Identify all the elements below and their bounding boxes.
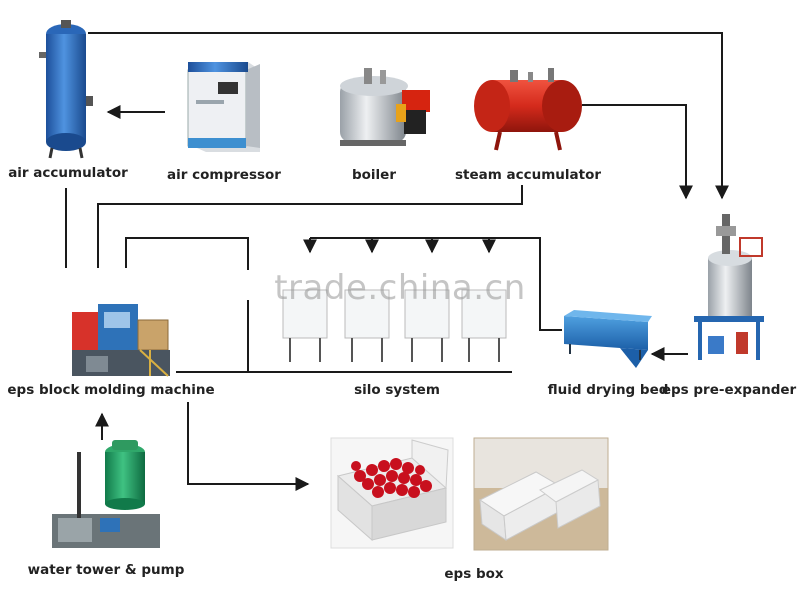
boiler-image bbox=[340, 68, 430, 146]
flow-lines bbox=[65, 32, 729, 491]
silo-4 bbox=[461, 289, 507, 362]
air-accumulator-image bbox=[39, 20, 93, 159]
eps-pre-expander-image bbox=[694, 214, 764, 360]
watermark: trade.china.cn bbox=[274, 268, 526, 308]
cherries bbox=[351, 458, 432, 498]
air-compressor-image bbox=[187, 62, 260, 152]
label-water-tower-pump: water tower & pump bbox=[27, 562, 185, 578]
label-eps-box: eps box bbox=[444, 566, 504, 582]
label-air-compressor: air compressor bbox=[167, 167, 281, 183]
eps-block-molding-machine-image bbox=[72, 304, 170, 377]
steam-to-molding-line bbox=[97, 185, 523, 268]
silo-2 bbox=[344, 289, 390, 362]
steam-accumulator-image bbox=[474, 68, 582, 151]
silo-3 bbox=[404, 289, 450, 362]
silo-feed-header bbox=[310, 237, 562, 331]
silo-to-molding-line bbox=[125, 237, 249, 270]
silo-system-image bbox=[282, 289, 507, 362]
label-steam-accumulator: steam accumulator bbox=[454, 167, 602, 183]
label-fluid-drying-bed: fluid drying bed bbox=[547, 382, 669, 398]
water-tower-pump-image bbox=[52, 440, 160, 548]
eps-box-photo-cherries bbox=[330, 437, 454, 549]
fluid-drying-bed-image bbox=[564, 310, 652, 368]
label-eps-block-molding-machine: eps block molding machine bbox=[7, 382, 215, 398]
molding-to-box-line bbox=[187, 402, 310, 491]
steam-to-pre-expander-line bbox=[582, 104, 693, 200]
eps-box-photo-white-boxes bbox=[473, 437, 609, 551]
label-air-accumulator: air accumulator bbox=[8, 165, 128, 181]
label-eps-pre-expander: eps pre-expander bbox=[661, 382, 797, 398]
air-to-pre-expander-line bbox=[88, 32, 729, 200]
label-silo-system: silo system bbox=[354, 382, 440, 398]
silo-1 bbox=[282, 289, 328, 362]
label-boiler: boiler bbox=[351, 167, 397, 183]
